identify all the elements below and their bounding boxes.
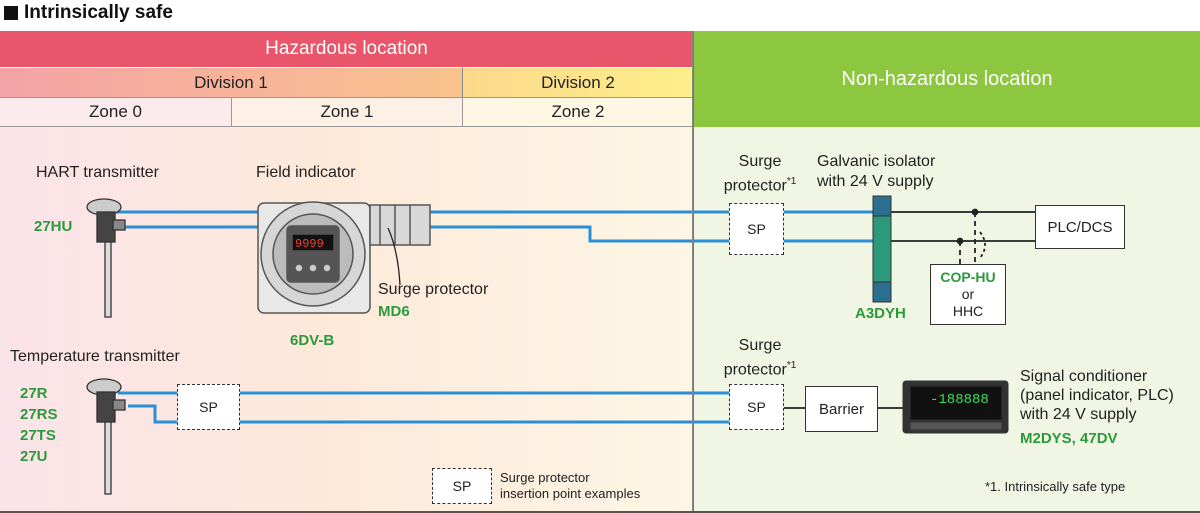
plc-dcs-box: PLC/DCS — [1035, 205, 1125, 249]
field-indicator-display: 9999 — [295, 237, 324, 251]
zone0-header: Zone 0 — [0, 97, 231, 127]
plc-wires — [890, 208, 1035, 264]
hazardous-location-header: Hazardous location — [0, 31, 693, 67]
signal-line1: Signal conditioner — [1020, 368, 1148, 385]
zone1-header: Zone 1 — [231, 97, 462, 127]
sp-box-temperature: SP — [177, 384, 240, 430]
panel-indicator-icon — [902, 380, 1009, 434]
division2-header: Division 2 — [462, 67, 693, 97]
galvanic-line1: Galvanic isolator — [817, 153, 936, 170]
galvanic-line2: with 24 V supply — [817, 173, 934, 190]
legend-line2: insertion point examples — [500, 486, 641, 501]
bottom-border — [0, 511, 1200, 513]
signal-conditioner-label: Signal conditioner (panel indicator, PLC… — [1020, 367, 1174, 424]
hart-transmitter-label: HART transmitter — [36, 164, 159, 181]
surge-protector-upper-label: Surge protector*1 — [716, 152, 804, 196]
surge-protector-leader-line — [387, 227, 401, 286]
legend-line1: Surge protector — [500, 470, 590, 485]
cop-model: COP-HU — [940, 269, 996, 285]
panel-display-value: -188888 — [930, 392, 989, 408]
galvanic-isolator-icon — [872, 195, 892, 303]
field-indicator-model: 6DV-B — [290, 332, 335, 349]
temp-model: 27U — [20, 448, 48, 465]
temp-model: 27RS — [20, 406, 58, 423]
signal-line2: (panel indicator, PLC) — [1020, 387, 1174, 404]
field-indicator-icon — [257, 201, 431, 314]
temperature-loop-wires — [118, 391, 730, 424]
temperature-transmitter-label: Temperature transmitter — [10, 348, 180, 365]
temp-model: 27R — [20, 385, 48, 402]
non-hazardous-location-header: Non-hazardous location — [693, 31, 1200, 127]
surge-line2: protector — [723, 177, 787, 195]
zone-separator — [692, 31, 693, 511]
signal-line3: with 24 V supply — [1020, 406, 1137, 423]
barrier-box: Barrier — [805, 386, 878, 432]
field-indicator-label: Field indicator — [256, 164, 356, 181]
surge-line2: protector — [723, 361, 787, 379]
surge-protector-lower-label: Surge protector*1 — [716, 336, 804, 380]
cop-hhc-box: COP-HU or HHC — [930, 264, 1006, 325]
surge-protector-label: Surge protector — [378, 281, 489, 298]
zone2-header: Zone 2 — [462, 97, 693, 127]
hazardous-area — [0, 127, 693, 511]
footnote: *1. Intrinsically safe type — [985, 479, 1126, 494]
hart-transmitter-icon — [86, 198, 126, 318]
title-text: Intrinsically safe — [24, 2, 173, 23]
temperature-models: 27R 27RS 27TS 27U — [20, 383, 58, 467]
section-title: Intrinsically safe — [4, 2, 173, 24]
signal-conditioner-models: M2DYS, 47DV — [1020, 430, 1118, 447]
hart-model: 27HU — [34, 218, 73, 235]
surge-line1: Surge — [738, 153, 782, 170]
cop-or: or — [961, 286, 975, 302]
division1-header: Division 1 — [0, 67, 462, 97]
sp-box-upper: SP — [729, 203, 784, 255]
sp-box-lower: SP — [729, 384, 784, 430]
legend-text: Surge protector insertion point examples — [500, 470, 640, 502]
galvanic-isolator-model: A3DYH — [855, 305, 906, 322]
temp-model: 27TS — [20, 427, 56, 444]
legend-sp-box: SP — [432, 468, 492, 504]
surge-protector-model: MD6 — [378, 303, 410, 320]
temperature-transmitter-icon — [86, 378, 126, 495]
bullet-square-icon — [4, 6, 18, 20]
surge-line1: Surge — [738, 337, 782, 354]
footnote-mark: *1 — [786, 360, 797, 371]
galvanic-isolator-label: Galvanic isolator with 24 V supply — [817, 152, 935, 192]
cop-hhc: HHC — [952, 303, 984, 319]
footnote-mark: *1 — [786, 176, 797, 187]
